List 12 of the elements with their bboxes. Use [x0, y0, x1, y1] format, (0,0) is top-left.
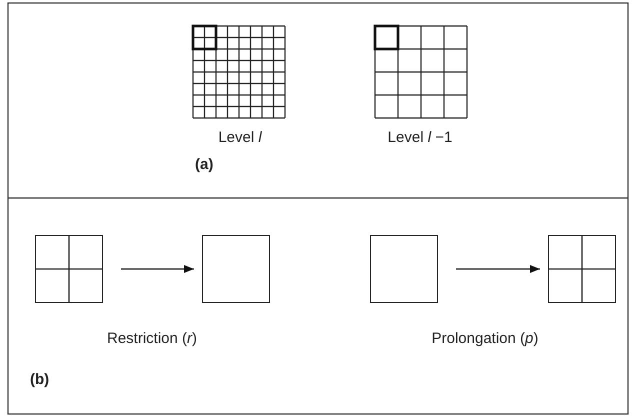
panel-label: (a) — [195, 156, 214, 173]
panel-label: (b) — [30, 371, 50, 388]
operation-label: Restriction (r) — [106, 330, 198, 347]
grid-cell-square — [202, 235, 270, 303]
split-cell-square — [548, 235, 616, 303]
arrow — [121, 265, 194, 273]
grid-label: Level l — [218, 129, 262, 146]
grid-cell-square — [370, 235, 438, 303]
operation-label: Prolongation (p) — [432, 330, 538, 347]
split-cell-square — [35, 235, 103, 303]
arrow — [456, 265, 540, 273]
grid-label: Level l −1 — [388, 129, 452, 146]
